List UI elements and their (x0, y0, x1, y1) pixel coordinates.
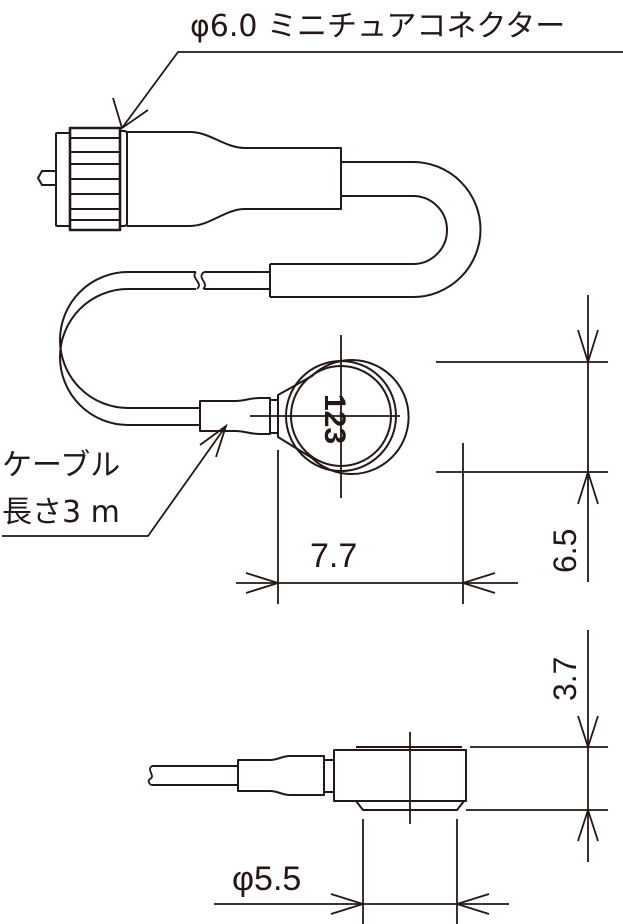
cable-leader (2, 423, 228, 537)
dimension-6-5-value: 6.5 (547, 529, 583, 573)
dimension-3-7: 3.7 (466, 630, 608, 862)
cable-label-line2: 長さ3 m (2, 495, 120, 530)
sensor-side-view (147, 732, 467, 824)
sensor-top-view: 123 (199, 335, 410, 498)
dimension-3-7-value: 3.7 (547, 657, 583, 701)
connector-leader (112, 51, 623, 130)
cable-lower (59, 271, 270, 426)
dimension-6-5: 6.5 (436, 295, 608, 582)
cable-label-line1: ケーブル (2, 448, 120, 483)
cable-upper-loop (269, 161, 482, 298)
dimension-7-7: 7.7 (236, 443, 518, 604)
miniature-connector (37, 126, 342, 232)
sensor-marking: 123 (318, 394, 351, 444)
connector-label: φ6.0 ミニチュアコネクター (190, 9, 565, 44)
dimension-7-7-value: 7.7 (310, 537, 357, 575)
dimension-phi-5-5-value: φ5.5 (232, 860, 301, 898)
dimension-phi-5-5: φ5.5 (214, 819, 509, 924)
